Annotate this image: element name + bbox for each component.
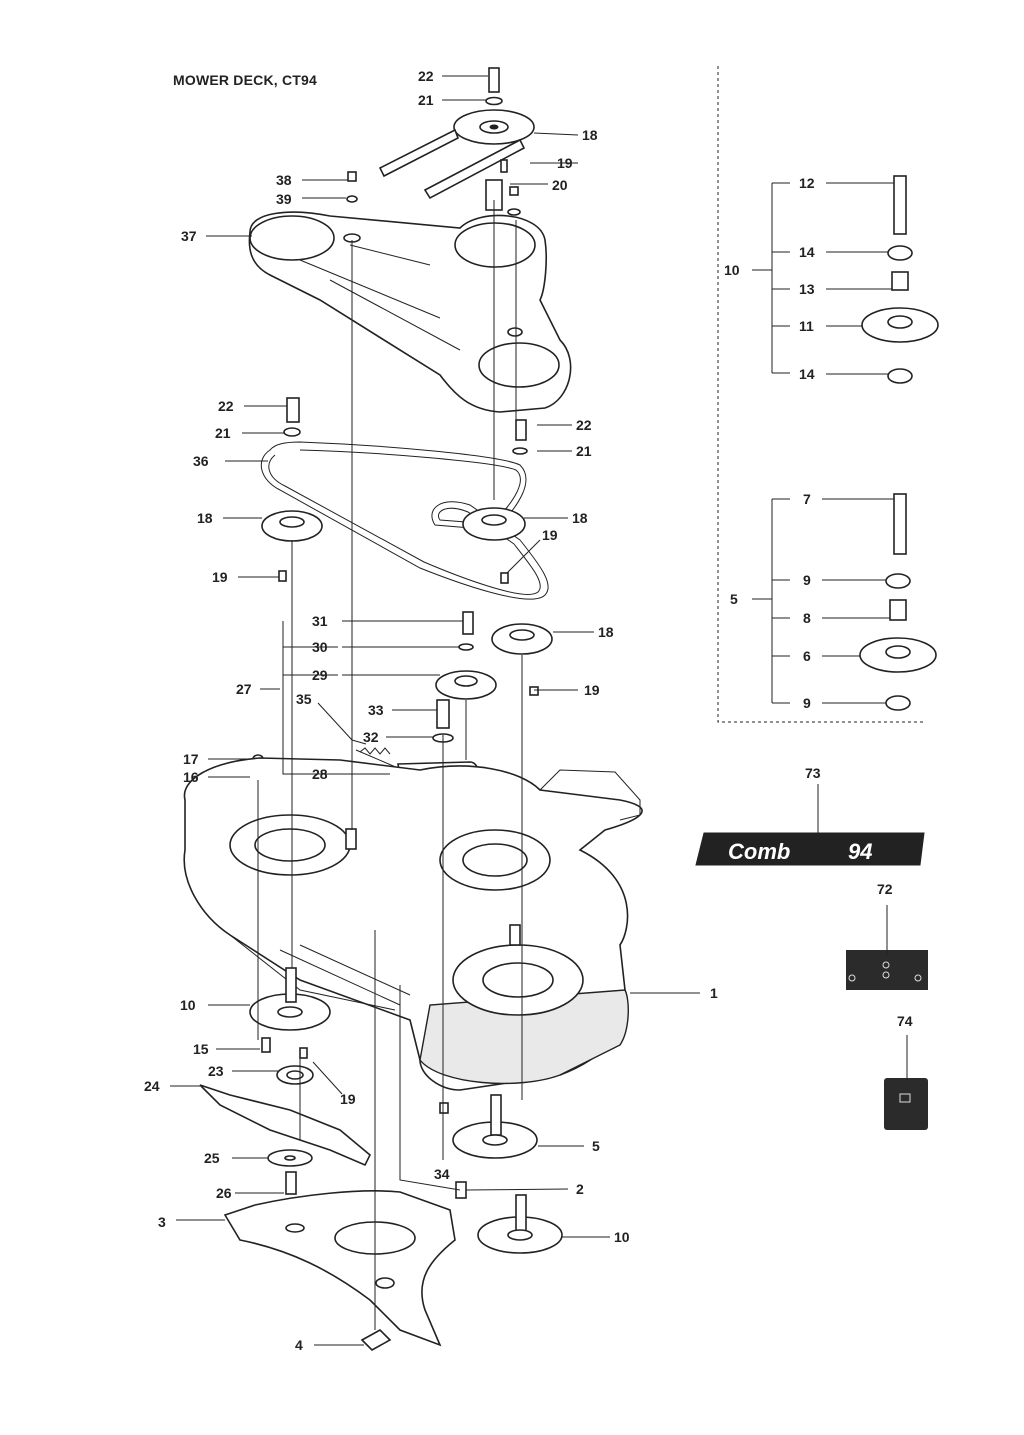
callout-9: 9 [803,572,811,588]
belt-segment [378,128,459,178]
callout-10: 10 [614,1229,630,1245]
callout-18: 18 [582,127,598,143]
callout-22: 22 [218,398,234,414]
mower-deck-shell-1 [183,757,643,1091]
kit-box [717,66,939,723]
callout-36: 36 [193,453,209,469]
callout-38: 38 [276,172,292,188]
callout-16: 16 [183,769,199,785]
callout-13: 13 [799,281,815,297]
callout-74: 74 [897,1013,913,1029]
top-pulley-assembly [346,67,535,216]
callout-33: 33 [368,702,384,718]
callout-34: 34 [434,1166,450,1182]
callout-18: 18 [572,510,588,526]
callout-21: 21 [215,425,231,441]
callout-19: 19 [212,569,228,585]
spindle-assembly-left-10 [249,967,331,1085]
blade-24 [199,1084,371,1195]
callout-labels: 22 21 18 19 20 38 39 37 22 21 22 21 36 1… [144,68,913,1353]
callout-5: 5 [730,591,738,607]
callout-5: 5 [592,1138,600,1154]
callout-9: 9 [803,695,811,711]
callout-20: 20 [552,177,568,193]
callout-29: 29 [312,667,328,683]
callout-19: 19 [340,1091,356,1107]
callout-12: 12 [799,175,815,191]
callout-10: 10 [180,997,196,1013]
callout-19: 19 [542,527,558,543]
decal-text-left: Comb [728,839,790,864]
callout-32: 32 [363,729,379,745]
callout-19: 19 [557,155,573,171]
callout-28: 28 [312,766,328,782]
callout-31: 31 [312,613,328,629]
label-72 [846,950,928,990]
drive-belt-36 [260,441,549,600]
callout-37: 37 [181,228,197,244]
callout-21: 21 [576,443,592,459]
discharge-plate-3 [223,1190,456,1351]
callout-7: 7 [803,491,811,507]
callout-21: 21 [418,92,434,108]
spindle-assembly-right-10 [477,1194,563,1254]
callout-18: 18 [197,510,213,526]
decal-73: Comb 94 [695,832,925,866]
callout-17: 17 [183,751,199,767]
label-74 [884,1078,928,1130]
callout-10: 10 [724,262,740,278]
callout-2: 2 [576,1181,584,1197]
callout-30: 30 [312,639,328,655]
callout-23: 23 [208,1063,224,1079]
callout-24: 24 [144,1078,160,1094]
callout-15: 15 [193,1041,209,1057]
callout-39: 39 [276,191,292,207]
callout-1: 1 [710,985,718,1001]
callout-14: 14 [799,366,815,382]
leader-lines [170,75,908,1346]
tensioner-arm-assembly-27 [251,611,497,783]
callout-8: 8 [803,610,811,626]
callout-72: 72 [877,881,893,897]
callout-14: 14 [799,244,815,260]
callout-22: 22 [418,68,434,84]
callout-35: 35 [296,691,312,707]
assembly-lines [257,200,523,1330]
callout-26: 26 [216,1185,232,1201]
callout-3: 3 [158,1214,166,1230]
callout-11: 11 [799,318,814,334]
washer-21-top [485,96,503,106]
callout-27: 27 [236,681,252,697]
callout-18: 18 [598,624,614,640]
decal-text-right: 94 [848,839,872,864]
callout-4: 4 [295,1337,303,1353]
key-19-top [500,159,508,173]
callout-73: 73 [805,765,821,781]
spindle-assembly-center-5 [439,1094,538,1199]
page-title: MOWER DECK, CT94 [173,72,317,88]
callout-6: 6 [803,648,811,664]
belt-cover-37 [248,211,572,413]
callout-19: 19 [584,682,600,698]
callout-25: 25 [204,1150,220,1166]
bolt-22-top [488,67,500,93]
callout-22: 22 [576,417,592,433]
